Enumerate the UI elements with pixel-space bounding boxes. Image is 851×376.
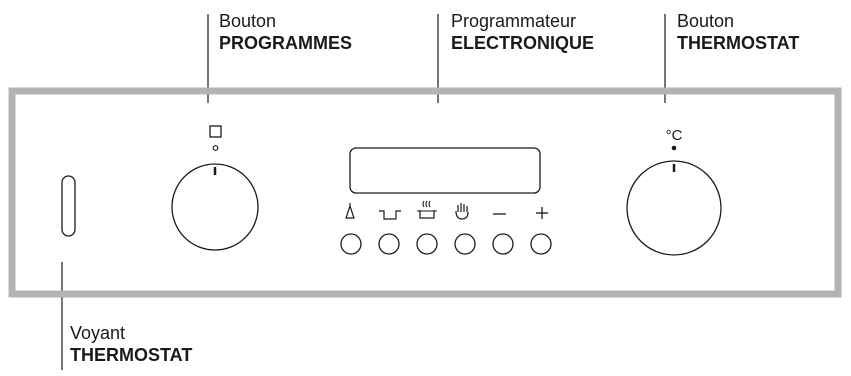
manual-button[interactable] xyxy=(454,233,476,255)
label-voyant-line2: THERMOSTAT xyxy=(70,345,193,365)
control-panel-frame xyxy=(8,87,842,298)
label-thermostat: Bouton THERMOSTAT xyxy=(677,10,799,54)
knob-position-marker xyxy=(671,145,677,151)
label-voyant: Voyant THERMOSTAT xyxy=(70,322,192,366)
thermostat-knob[interactable]: °C xyxy=(626,127,722,256)
programmer-display xyxy=(349,147,541,194)
end-of-cooking-icon xyxy=(417,200,437,219)
plus-icon xyxy=(536,207,548,219)
label-programmateur-line2: ELECTRONIQUE xyxy=(451,33,595,53)
knob-position-marker xyxy=(212,145,219,151)
plus-button[interactable] xyxy=(530,233,552,255)
label-programmes-line1: Bouton xyxy=(219,11,277,31)
label-voyant-line1: Voyant xyxy=(70,323,126,343)
manual-hand-icon xyxy=(455,203,469,220)
label-programmes: Bouton PROGRAMMES xyxy=(219,10,352,54)
bell-button[interactable] xyxy=(340,233,362,255)
bell-icon xyxy=(345,203,355,219)
cooking-duration-icon xyxy=(379,210,401,220)
cooking-duration-button[interactable] xyxy=(378,233,400,255)
minus-button[interactable] xyxy=(492,233,514,255)
label-programmateur-line1: Programmateur xyxy=(451,11,577,31)
thermostat-symbol: °C xyxy=(666,127,683,144)
thermostat-knob-dial xyxy=(626,160,722,256)
voyant-thermostat-light xyxy=(61,175,76,237)
square-icon xyxy=(209,125,222,138)
label-programmes-line2: PROGRAMMES xyxy=(219,33,353,53)
label-thermostat-line2: THERMOSTAT xyxy=(677,33,800,53)
label-programmateur: Programmateur ELECTRONIQUE xyxy=(451,10,594,54)
programmes-knob[interactable] xyxy=(171,125,259,251)
programmes-knob-dial xyxy=(171,163,259,251)
end-of-cooking-button[interactable] xyxy=(416,233,438,255)
label-thermostat-line1: Bouton xyxy=(677,11,735,31)
